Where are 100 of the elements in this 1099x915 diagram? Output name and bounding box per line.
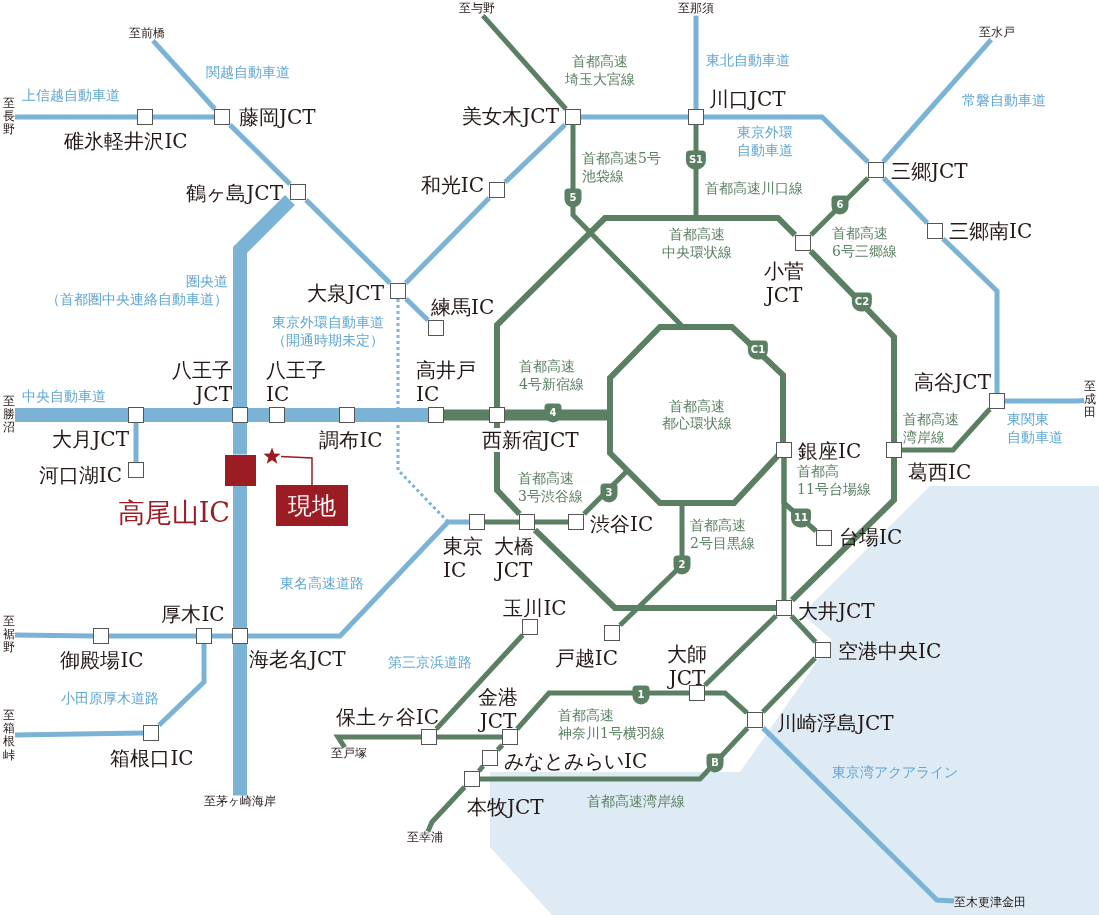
road-line <box>333 734 421 749</box>
road-line <box>485 519 519 525</box>
road-line <box>581 114 688 120</box>
road-name-label: 首都高速 2号目黒線 <box>690 516 755 552</box>
road-line <box>761 656 817 714</box>
road-line <box>495 743 505 752</box>
junction-label: 調布IC <box>319 428 383 452</box>
road-line <box>233 644 247 796</box>
road-name-label: 東京湾アクアライン <box>832 764 958 782</box>
junction-label: 本牧JCT <box>467 795 544 819</box>
road-line <box>477 764 485 773</box>
road-line <box>355 408 428 422</box>
road-line <box>212 633 232 639</box>
route-shield: S1 <box>685 150 707 170</box>
road-line <box>693 125 699 218</box>
junction-label: 箱根口IC <box>110 746 194 770</box>
ring-road-label: 首都高速都心環状線 <box>661 398 732 432</box>
route-shield: 11 <box>791 508 811 528</box>
destination-label: 至箱根峠 <box>3 708 15 762</box>
road-line <box>1005 398 1085 404</box>
road-name-label: 首都高 11号台場線 <box>797 462 871 498</box>
road-name-label: 第三京浜道路 <box>388 654 472 672</box>
road-line <box>703 614 778 687</box>
road-name-label: 首都高速 3号渋谷線 <box>518 469 583 505</box>
road-line <box>494 215 798 407</box>
junction-label: 八王子 IC <box>266 358 326 406</box>
road-line <box>503 122 567 185</box>
junction-label: 美女木JCT <box>462 104 559 128</box>
junction-label: 鶴ヶ島JCT <box>186 181 283 205</box>
junction-label: 大師 JCT <box>667 642 707 690</box>
ring-road <box>610 327 783 503</box>
road-line <box>902 407 992 453</box>
destination-label: 至戸塚 <box>331 747 367 761</box>
road-line <box>515 690 689 731</box>
route-shield: C2 <box>851 292 873 312</box>
route-shield: 1 <box>632 685 650 705</box>
junction-label: 河口湖IC <box>38 463 122 487</box>
road-name-label: 上信越自動車道 <box>22 87 120 105</box>
road-line <box>705 690 749 715</box>
star-icon <box>263 447 281 465</box>
route-shield: 2 <box>673 555 691 575</box>
road-line <box>481 13 568 111</box>
road-line <box>285 408 339 422</box>
road-line <box>228 123 292 186</box>
junction-label: 渋谷IC <box>590 512 654 536</box>
road-line <box>133 423 139 462</box>
route-shield: B <box>706 753 724 773</box>
junction-label: 藤岡JCT <box>239 105 316 129</box>
road-name-label: 首都高速埼玉大宮線 <box>565 52 635 88</box>
road-line <box>941 236 1000 393</box>
route-shield: C1 <box>747 340 769 360</box>
road-line <box>704 114 870 164</box>
junction-label: 川口JCT <box>709 87 786 111</box>
road-line <box>444 409 489 421</box>
road-name-label: 小田原厚木道路 <box>61 690 159 708</box>
road-line <box>157 644 207 728</box>
road-line <box>151 38 217 111</box>
destination-label: 至幸浦 <box>407 831 443 845</box>
road-line <box>15 114 137 120</box>
junction-label: 大井JCT <box>798 599 875 623</box>
junction-label: 戸越IC <box>554 646 618 670</box>
road-line <box>425 785 467 833</box>
road-line <box>437 734 502 740</box>
road-name-label: 首都高速中央環状線 <box>662 225 732 261</box>
road-name-label: 首都高速川口線 <box>705 180 803 198</box>
road-line <box>434 633 525 731</box>
road-name-label: 首都高速湾岸線 <box>903 410 959 446</box>
road-name-label: 東京外環自動車道（開通時期未定） <box>272 313 384 349</box>
junction-label: 葛西IC <box>908 460 972 484</box>
road-line <box>248 519 469 639</box>
road-line <box>109 633 196 639</box>
road-line <box>480 726 750 782</box>
road-name-label: 関越自動車道 <box>206 64 290 82</box>
road-line <box>535 519 568 525</box>
road-line <box>693 15 699 109</box>
junction-label: 川崎浮島JCT <box>777 711 894 735</box>
junction-label: 小菅 JCT <box>764 259 804 307</box>
junction-label: 御殿場IC <box>60 648 144 672</box>
road-line <box>809 176 870 237</box>
destination-label: 至勝沼 <box>3 395 15 435</box>
destination-label: 至前橋 <box>129 27 165 41</box>
road-line <box>14 632 94 639</box>
junction-label: 大月JCT <box>52 427 129 451</box>
road-name-label: 常磐自動車道 <box>962 92 1046 110</box>
road-name-label: 首都高速5号池袋線 <box>582 149 661 185</box>
road-line <box>404 297 430 322</box>
road-name-label: 首都高速神奈川1号横羽線 <box>558 706 665 742</box>
junction-label: みなとみらいIC <box>504 749 648 773</box>
junction-label: 金港 JCT <box>478 685 518 733</box>
junction-label: 厚木IC <box>161 602 225 626</box>
destination-label: 至裾野 <box>3 615 15 655</box>
leader-line <box>280 455 313 486</box>
destination-label: 至水戸 <box>979 26 1015 40</box>
road-name-label: 圏央道（首都圏中央連絡自動車道） <box>46 272 228 308</box>
destination-label: 至長野 <box>3 97 15 137</box>
road-line <box>233 485 247 628</box>
road-line <box>233 195 295 407</box>
road-line <box>881 176 930 225</box>
road-line <box>144 408 232 422</box>
junction-label: 玉川IC <box>503 596 567 620</box>
